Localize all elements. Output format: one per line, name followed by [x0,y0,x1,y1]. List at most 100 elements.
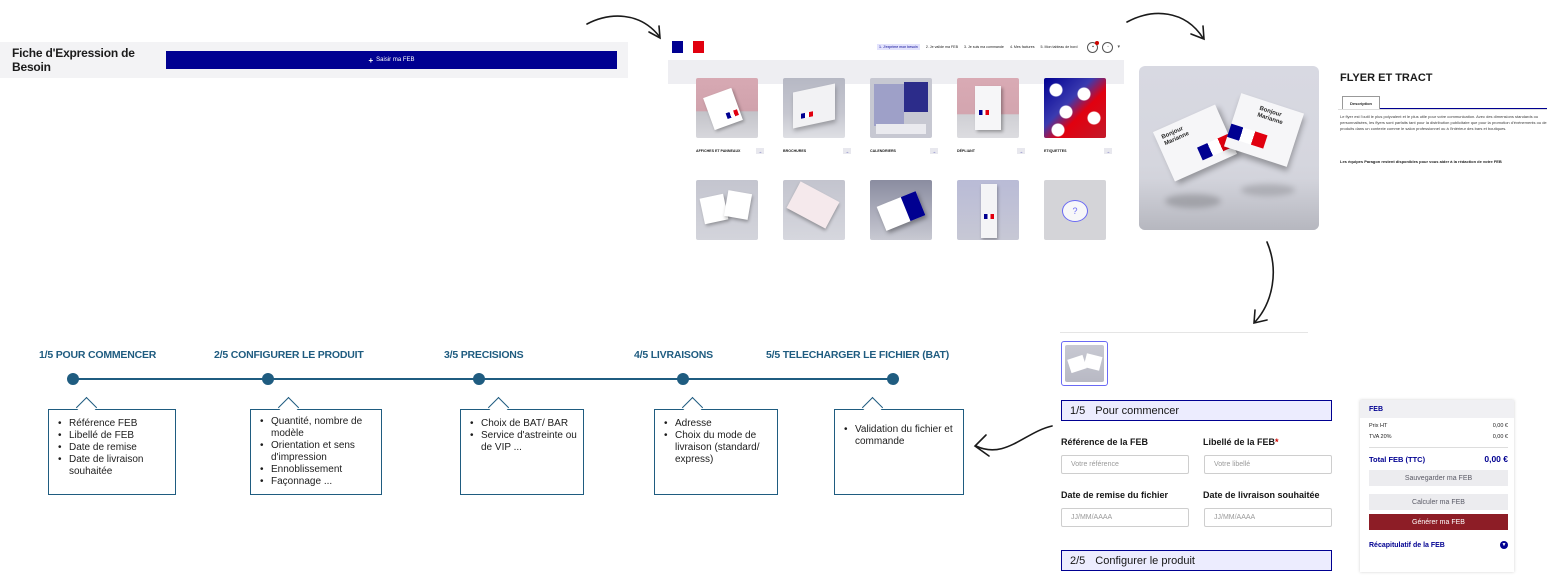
catalog-nav: 1. J'exprime mon besoin 2. Je valide ma … [876,44,1078,50]
product-label: BROCHURES [783,149,807,153]
step-item: Choix de BAT/ BAR [469,418,577,430]
step-label-3: 3/5 PRECISIONS [444,349,524,361]
product-card[interactable] [870,180,938,240]
step-item: Choix du mode de livraison (standard/ ex… [663,430,771,466]
product-thumb [783,78,845,138]
step-item: Date de livraison souhaitée [57,454,169,478]
product-thumb [696,78,758,138]
saisir-feb-label: Saisir ma FEB [376,57,415,63]
step-item: Service d'astreinte ou de VIP ... [469,430,577,454]
nav-item-tableau[interactable]: 5. Mon tableau de bord [1040,45,1078,49]
arrow-right-icon[interactable]: → [1017,148,1025,154]
product-label: ETIQUETTES [1044,149,1067,153]
product-thumb: ? [1044,180,1106,240]
arrow-right-icon[interactable]: → [930,148,938,154]
nav-item-valide[interactable]: 2. Je valide ma FEB [925,45,958,49]
nav-item-factures[interactable]: 4. Mes factures [1009,45,1035,49]
ref-feb-input[interactable]: Votre référence [1061,455,1189,474]
nav-item-besoin[interactable]: 1. J'exprime mon besoin [876,44,920,50]
cart-icon[interactable]: ▪ [1087,40,1100,53]
date-remise-label: Date de remise du fichier [1061,490,1169,500]
step-item: Orientation et sens d'impression [259,440,375,464]
product-thumb [957,180,1019,240]
product-thumb [783,180,845,240]
mockup-text: Bonjour Marianne [1160,125,1191,148]
product-card[interactable] [957,180,1025,240]
product-card[interactable]: ETIQUETTES → [1044,78,1112,154]
product-thumb [870,180,932,240]
calculate-feb-button[interactable]: Calculer ma FEB [1369,494,1508,510]
selected-product-thumb[interactable] [1061,341,1108,386]
step-item: Adresse [663,418,771,430]
product-thumb [696,180,758,240]
saisir-feb-button[interactable]: + Saisir ma FEB [166,51,617,69]
step-label-1: 1/5 POUR COMMENCER [39,349,157,361]
catalog-header: 1. J'exprime mon besoin 2. Je valide ma … [668,36,1124,58]
product-image: Bonjour Marianne Bonjour Marianne [1139,66,1319,230]
step-box-1: Référence FEB Libellé de FEB Date de rem… [48,409,176,495]
flow-arrow-1 [586,15,661,40]
chevron-down-icon[interactable]: ▾ [1117,44,1120,50]
step-label-5: 5/5 TELECHARGER LE FICHIER (BAT) [766,349,949,361]
date-livraison-input[interactable]: JJ/MM/AAAA [1204,508,1332,527]
total-ttc-row: Total FEB (TTC)0,00 € [1369,454,1508,464]
tva-row: TVA 20%0,00 € [1369,433,1508,440]
recap-toggle[interactable]: Récapitulatif de la FEB ▼ [1360,534,1514,556]
tab-description[interactable]: Description [1342,96,1380,109]
section-number: 2/5 [1070,554,1086,567]
step-label-2: 2/5 CONFIGURER LE PRODUIT [214,349,364,361]
step-label-4: 4/5 LIVRAISONS [634,349,713,361]
step-dot-1 [67,373,79,385]
step-dot-2 [262,373,274,385]
step-item: Date de remise [57,442,169,454]
flow-arrow-4 [973,425,1053,457]
feb-header-bar: Fiche d'Expression de Besoin + Saisir ma… [0,42,628,78]
product-card[interactable] [783,180,851,240]
product-thumb [1044,78,1106,138]
libelle-feb-input[interactable]: Votre libellé [1204,455,1332,474]
product-thumb [957,78,1019,138]
arrow-right-icon[interactable]: → [756,148,764,154]
step-box-3: Choix de BAT/ BAR Service d'astreinte ou… [460,409,584,495]
step-dot-3 [473,373,485,385]
chevron-down-icon[interactable]: ▼ [1500,541,1508,549]
step-item: Libellé de FEB [57,430,169,442]
section-title: Configurer le produit [1095,554,1195,567]
flyer-mockup-right: Bonjour Marianne [1223,93,1305,167]
product-card[interactable]: BROCHURES → [783,78,851,154]
step-box-5: Validation du fichier et commande [834,409,964,495]
step-box-4: Adresse Choix du mode de livraison (stan… [654,409,778,495]
step-item: Ennoblissement [259,464,375,476]
product-card[interactable] [696,180,764,240]
date-remise-input[interactable]: JJ/MM/AAAA [1061,508,1189,527]
nav-item-commande[interactable]: 3. Je suis ma commande [963,45,1004,49]
section-configurer-produit[interactable]: 2/5 Configurer le produit [1061,550,1332,571]
mockup-text: Bonjour Marianne [1256,105,1284,127]
product-card[interactable]: AFFICHES ET PANNEAUX→ [696,78,764,154]
product-card[interactable]: DÉPLIANT→ [957,78,1025,154]
header-icons: ▪ ◦ ▾ [1087,40,1120,53]
save-feb-button[interactable]: Sauvegarder ma FEB [1369,470,1508,486]
date-livraison-label: Date de livraison souhaitée [1203,490,1320,500]
step-box-2: Quantité, nombre de modèle Orientation e… [250,409,382,495]
user-icon[interactable]: ◦ [1102,41,1114,53]
section-pour-commencer[interactable]: 1/5 Pour commencer [1061,400,1332,421]
product-grid: AFFICHES ET PANNEAUX→ BROCHURES → CALENDR… [696,78,1116,240]
generate-feb-button[interactable]: Générer ma FEB [1369,514,1508,530]
step-item: Référence FEB [57,418,169,430]
product-card[interactable]: CALENDRIERS→ [870,78,938,154]
help-chat-icon[interactable]: ? [1062,200,1088,222]
step-item: Quantité, nombre de modèle [259,416,375,440]
product-card[interactable]: ? [1044,180,1112,240]
summary-divider [1369,447,1508,448]
form-divider [1060,332,1308,333]
tab-divider [1338,109,1547,110]
flow-arrow-3 [1253,241,1274,325]
arrow-right-icon[interactable]: → [1104,148,1112,154]
arrow-right-icon[interactable]: → [843,148,851,154]
product-title: FLYER ET TRACT [1340,72,1433,84]
step-item: Validation du fichier et commande [843,424,957,448]
